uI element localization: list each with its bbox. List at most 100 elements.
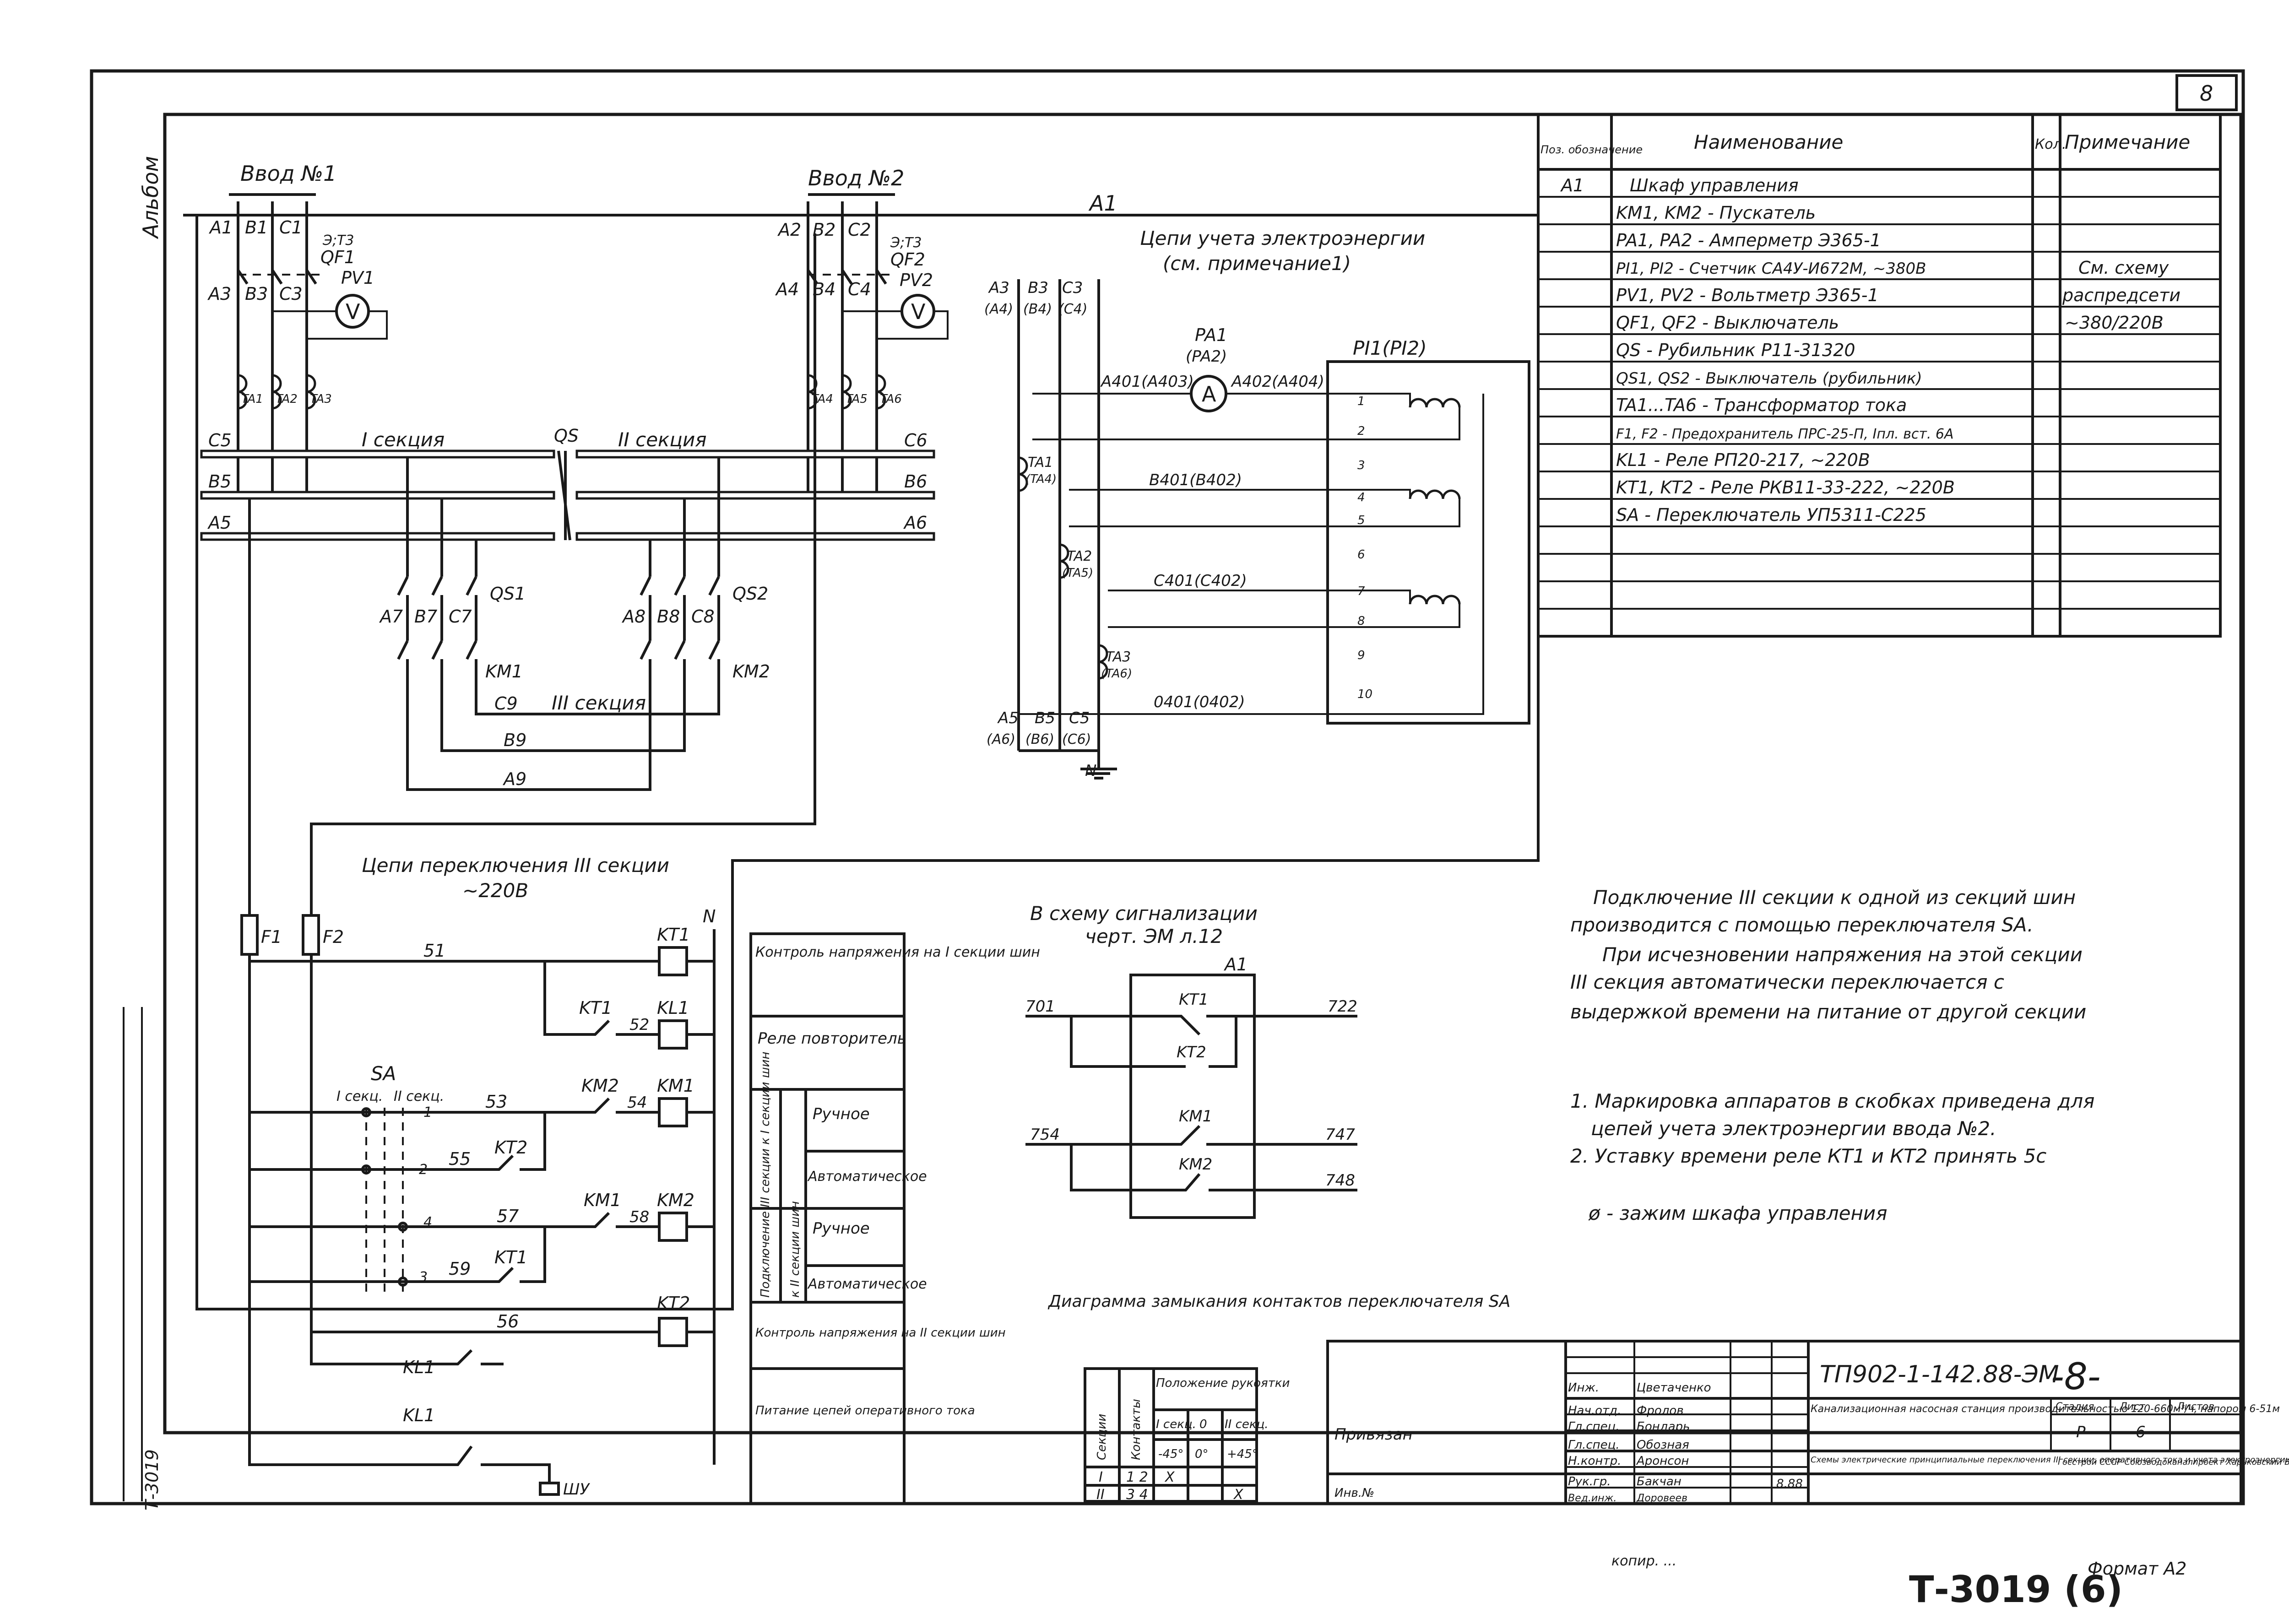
staff-1-name: Фролов — [1637, 1404, 1684, 1418]
metering-circuit: Цепи учета электроэнергии (см. примечани… — [984, 227, 1530, 780]
signal-circuit: В схему сигнализации черт. ЭМ л.12 A1 70… — [1025, 902, 1357, 1219]
staff-3-name: Обозная — [1637, 1438, 1689, 1452]
bus-label-a-left: A5 — [207, 513, 231, 533]
fuse-f1 — [240, 914, 259, 956]
spec-row-6-name: QF1, QF2 - Выключатель — [1616, 313, 1839, 333]
title-sheet: 6 — [2136, 1423, 2146, 1441]
function-row-7: Контроль напряжения на II секции шин — [755, 1326, 1006, 1340]
sa-pos-3: II секц. — [1225, 1418, 1269, 1431]
energy-meter — [1326, 360, 1530, 725]
note-line-4: III секция автоматически переключается с — [1570, 971, 2004, 993]
contact-kl1-2: KL1 — [403, 1405, 435, 1425]
function-row-3: Ручное — [813, 1105, 870, 1123]
function-row-1: Контроль напряжения на I секции шин — [755, 944, 1040, 960]
title-sheets-head: Листов — [2176, 1401, 2214, 1413]
input-1-title: Ввод №1 — [240, 161, 336, 186]
function-column: Контроль напряжения на I секции шин Реле… — [749, 932, 1040, 1505]
metering-bottom-c: C5 — [1069, 709, 1090, 727]
sheet-number: 8 — [2200, 81, 2213, 106]
terminal-shu — [539, 1482, 560, 1496]
function-group-1: Подключение III секции к I секции шин — [759, 1051, 772, 1298]
input-2-voltmeter: PV2 — [900, 270, 933, 290]
staff-6-role: Вед.инж. — [1568, 1493, 1616, 1504]
input-1-trip-note: Э;Т3 — [322, 233, 354, 249]
meter-terminal-2: 2 — [1357, 424, 1365, 438]
feeder-a8: A8 — [621, 606, 645, 627]
meter-terminal-10: 10 — [1357, 687, 1372, 701]
sheet-number-box — [2175, 74, 2238, 111]
metering-ammeter-alt: (PA2) — [1186, 347, 1227, 366]
metering-top-c-alt: (C4) — [1058, 301, 1087, 317]
metering-ct-3-alt: (TA6) — [1101, 667, 1132, 681]
wire-52: 52 — [629, 1016, 649, 1034]
title-inv: Инв.№ — [1334, 1486, 1374, 1500]
spec-row-5-name: PV1, PV2 - Вольтметр Э365-1 — [1616, 285, 1879, 305]
bus-a-left — [200, 532, 555, 541]
relay-km1-coil — [658, 1097, 688, 1127]
meter-terminal-5: 5 — [1357, 514, 1365, 527]
input-2-ct-3: TA6 — [880, 392, 902, 406]
staff-2-name: Бондарь — [1637, 1420, 1690, 1434]
feeder-a7: A7 — [379, 606, 403, 627]
note-line-1: Подключение III секции к одной из секций… — [1593, 886, 2076, 909]
title-sheet-head: Лист — [2119, 1401, 2146, 1413]
input-1: Ввод №1 A1 B1 C1 A3 B3 C3 Э;Т3 QF1 PV1 V… — [207, 161, 388, 499]
signal-contact-kt1: KT1 — [1179, 991, 1209, 1009]
fuse-f1-label: F1 — [261, 927, 282, 947]
title-stage: Р — [2076, 1423, 2086, 1441]
bus-label-b-right: B6 — [904, 471, 927, 492]
side-archive-number: Т-3019 — [142, 1449, 162, 1510]
metering-wire-b401: B401(B402) — [1149, 471, 1242, 489]
control-circuit: Цепи переключения III секции ~220В F1 F2… — [240, 233, 816, 1499]
bus-label-b9: B9 — [504, 730, 526, 750]
sa-diagram-title: Диаграмма замыкания контактов переключат… — [1047, 1292, 1510, 1311]
title-stage-head: Стадия — [2056, 1401, 2094, 1413]
input-1-voltmeter: PV1 — [341, 268, 374, 288]
signal-wire-701: 701 — [1025, 997, 1055, 1016]
metering-wire-0401: 0401(0402) — [1154, 693, 1245, 711]
staff-7-role: Инж. — [1568, 1381, 1599, 1395]
sa-row-2-mark: X — [1233, 1487, 1244, 1503]
note-line-6: 1. Маркировка аппаратов в скобках привед… — [1570, 1090, 2094, 1112]
signal-wire-754: 754 — [1030, 1126, 1060, 1144]
staff-7-name: Цветаченко — [1637, 1381, 1711, 1395]
bus-label-b-left: B5 — [208, 471, 231, 492]
spec-row-4-note: См. схему — [2078, 258, 2169, 278]
input-1-voltmeter-glyph: V — [346, 299, 360, 324]
contact-kt2-55: KT2 — [494, 1137, 527, 1158]
staff-1-role: Нач.отд. — [1568, 1404, 1621, 1418]
signal-wire-747: 747 — [1325, 1126, 1355, 1144]
metering-wire-c401: C401(C402) — [1154, 572, 1247, 590]
sa-angle-3: +45° — [1227, 1447, 1258, 1461]
title-drawing: Схемы электрические принципиальные перек… — [1811, 1455, 2289, 1465]
spec-row-6-note: ~380/220В — [2065, 313, 2164, 333]
function-group-2: к II секции шин — [788, 1201, 802, 1298]
meter-terminal-1: 1 — [1357, 395, 1365, 408]
input-2-voltmeter-glyph: V — [911, 299, 926, 324]
input-2-phase-a-lower: A4 — [775, 279, 799, 299]
staff-3-role: Гл.спец. — [1568, 1438, 1620, 1452]
spec-row-7-name: QS - Рубильник Р11-31320 — [1616, 340, 1855, 360]
sa-row-2-section: II — [1096, 1487, 1105, 1503]
switch-sa-pos-1: I секц. — [336, 1088, 383, 1104]
signal-contact-km1: KM1 — [1179, 1107, 1212, 1126]
sa-head-contacts: Контакты — [1129, 1399, 1143, 1460]
relay-kt1-label: KT1 — [657, 925, 690, 945]
wire-59: 59 — [449, 1259, 471, 1279]
wire-55: 55 — [449, 1149, 471, 1169]
metering-top-b-alt: (B4) — [1023, 301, 1052, 317]
metering-wire-a401: A401(A403) — [1100, 373, 1194, 391]
metering-top-a-alt: (A4) — [984, 301, 1013, 317]
signal-contact-kt2: KT2 — [1177, 1043, 1206, 1061]
copied-by: копир. ... — [1611, 1553, 1676, 1569]
sa-pos-2: 0 — [1199, 1418, 1207, 1431]
spec-row-2-name: KM1, KM2 - Пускатель — [1616, 203, 1816, 223]
staff-4-role: Н.контр. — [1568, 1454, 1621, 1468]
input-1-phase-a-lower: A3 — [207, 284, 231, 304]
bus-a-right — [575, 532, 935, 541]
note-line-3: При исчезновении напряжения на этой секц… — [1602, 943, 2083, 966]
sa-head-sections: Секции — [1095, 1414, 1109, 1460]
bus-switch: QS — [554, 426, 579, 446]
contact-km1-57: KM1 — [584, 1190, 621, 1210]
